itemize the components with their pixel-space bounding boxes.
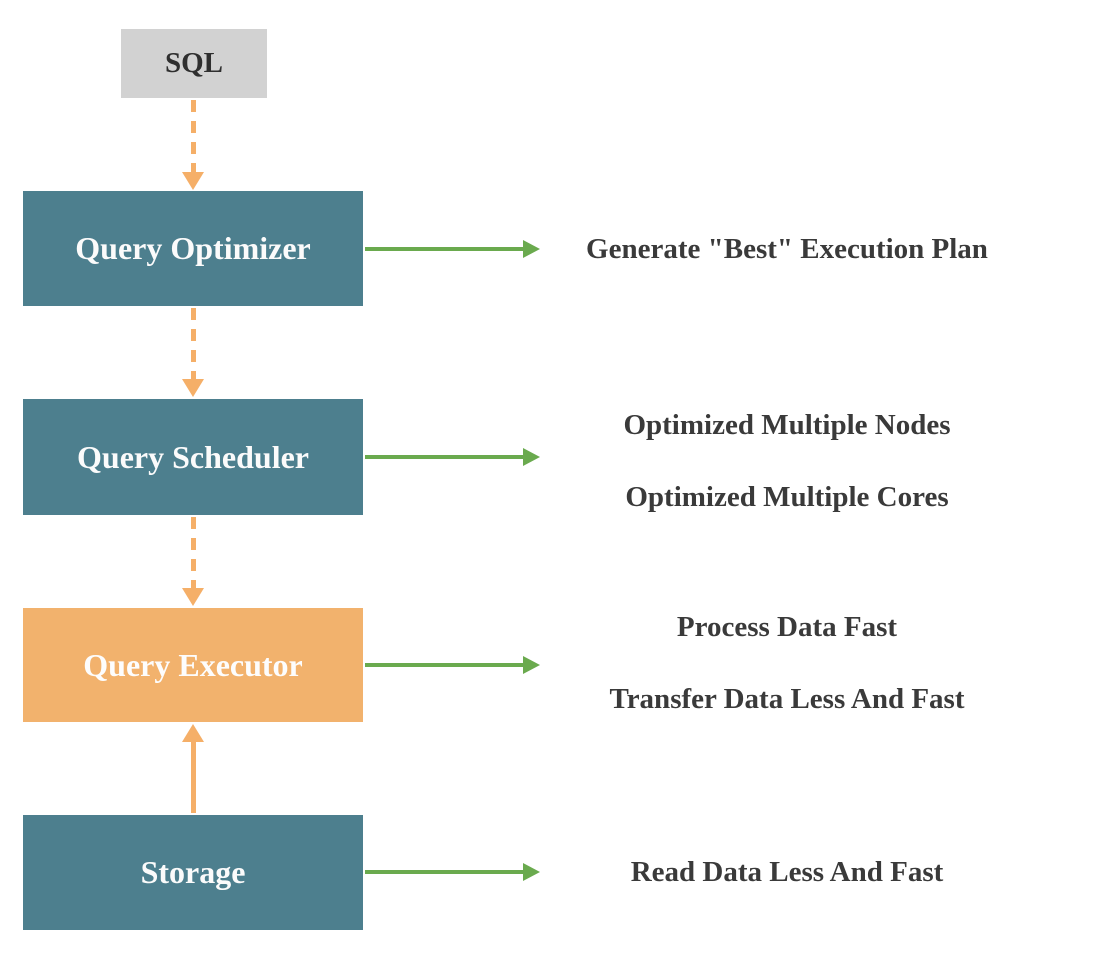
node-query-optimizer: Query Optimizer: [23, 191, 363, 306]
node-sql: SQL: [121, 29, 267, 98]
node-query-scheduler-label: Query Scheduler: [77, 438, 309, 475]
arrowhead-down-icon: [182, 172, 204, 190]
arrow-storage-annotation-icon: [365, 863, 540, 881]
arrowhead-down-icon: [182, 588, 204, 606]
arrow-storage-to-executor-icon: [182, 724, 204, 813]
dashed-line: [190, 308, 196, 379]
annotation-line: Process Data Fast: [676, 611, 898, 643]
node-storage: Storage: [23, 815, 363, 930]
arrowhead-right-icon: [523, 863, 540, 881]
annotation-line: Transfer Data Less And Fast: [609, 683, 965, 715]
node-query-scheduler: Query Scheduler: [23, 399, 363, 515]
arrowhead-right-icon: [523, 240, 540, 258]
arrow-optimizer-annotation-icon: [365, 240, 540, 258]
arrow-optimizer-to-scheduler-icon: [182, 308, 204, 397]
annotation-storage: Read Data Less And Fast: [548, 851, 1026, 893]
annotation-line: Optimized Multiple Nodes: [623, 409, 951, 441]
node-query-executor-label: Query Executor: [83, 646, 303, 683]
arrowhead-right-icon: [523, 656, 540, 674]
annotation-query-optimizer: Generate "Best" Execution Plan: [548, 228, 1026, 270]
node-query-executor: Query Executor: [23, 608, 363, 722]
green-line: [365, 870, 523, 874]
green-line: [365, 455, 523, 459]
arrow-scheduler-to-executor-icon: [182, 517, 204, 606]
arrow-sql-to-optimizer-icon: [182, 100, 204, 190]
node-query-optimizer-label: Query Optimizer: [75, 230, 311, 266]
node-sql-label: SQL: [164, 47, 224, 79]
green-line: [365, 663, 523, 667]
solid-line: [190, 742, 196, 813]
annotation-line: Read Data Less And Fast: [630, 856, 944, 888]
arrowhead-up-icon: [182, 724, 204, 742]
dashed-line: [190, 100, 196, 172]
arrowhead-down-icon: [182, 379, 204, 397]
annotation-line: Generate "Best" Execution Plan: [586, 233, 988, 265]
annotation-query-executor: Process Data Fast Transfer Data Less And…: [548, 606, 1026, 720]
dashed-line: [190, 517, 196, 588]
annotation-query-scheduler: Optimized Multiple Nodes Optimized Multi…: [548, 404, 1026, 518]
arrow-scheduler-annotation-icon: [365, 448, 540, 466]
green-line: [365, 247, 523, 251]
arrowhead-right-icon: [523, 448, 540, 466]
annotation-line: Optimized Multiple Cores: [625, 481, 949, 513]
node-storage-label: Storage: [140, 854, 246, 890]
arrow-executor-annotation-icon: [365, 656, 540, 674]
